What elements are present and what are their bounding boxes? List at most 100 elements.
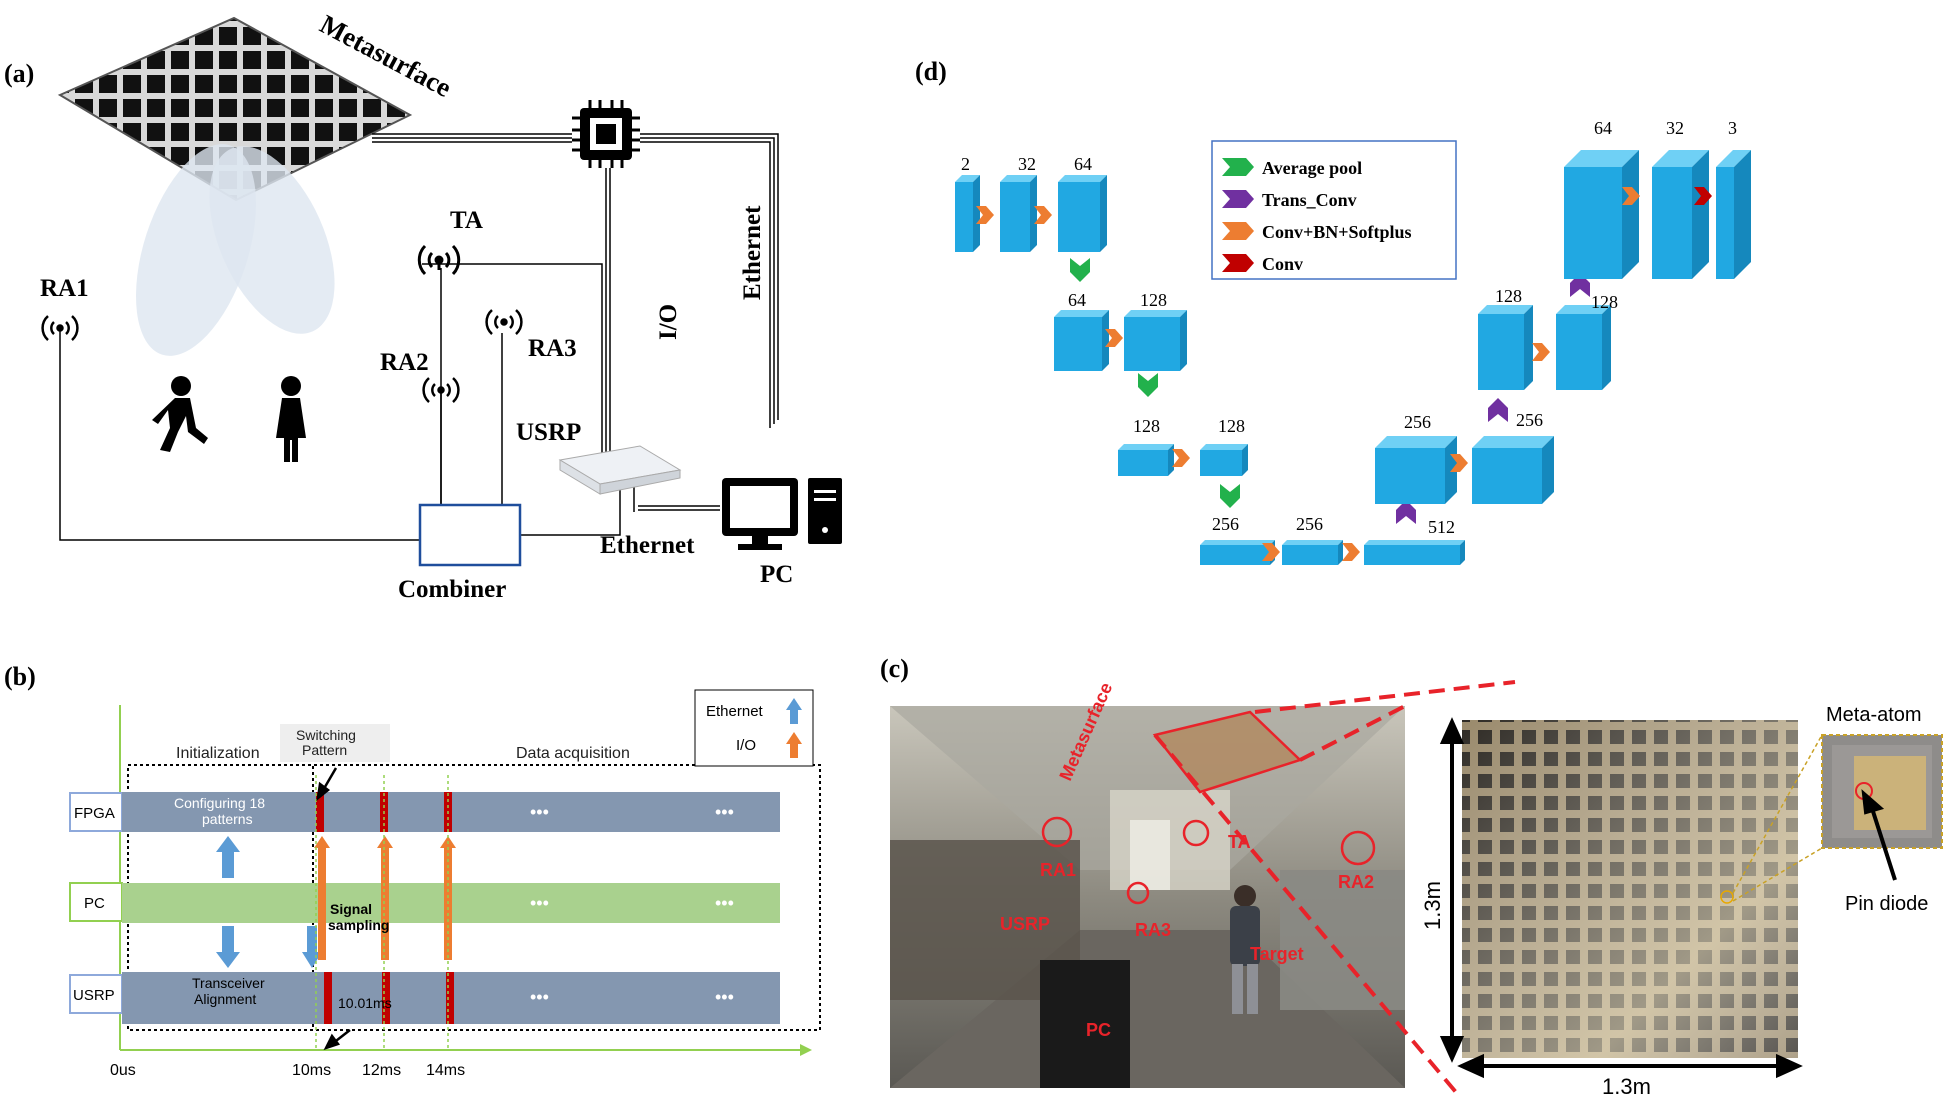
dec3-transconv xyxy=(1488,398,1508,422)
pin-diode-arrow xyxy=(1861,789,1897,881)
time-markers xyxy=(315,775,449,1050)
photo-callouts xyxy=(1041,816,1376,905)
enc2-pool xyxy=(1138,373,1158,397)
enc1-block-2 xyxy=(955,175,980,252)
antenna-ta-icon xyxy=(417,244,461,276)
enc1-label-1: 32 xyxy=(1018,154,1036,174)
meta-atom-label: Meta-atom xyxy=(1826,704,1922,726)
metasurface-array xyxy=(57,16,413,202)
out-label-1: 32 xyxy=(1666,118,1684,138)
switching-label-bg xyxy=(280,724,390,762)
usrp-ellipsis-1: ••• xyxy=(530,987,549,1007)
bottom-block-512 xyxy=(1364,540,1465,565)
fpga-text-l1: Configuring 18 xyxy=(174,795,265,811)
ceiling-metasurface xyxy=(1155,712,1300,792)
walking-person-icon xyxy=(152,376,208,452)
legend-ethernet-text: Ethernet xyxy=(706,703,764,720)
enc2-label-1: 128 xyxy=(1140,290,1167,310)
bottom-arrow-a xyxy=(1262,543,1280,561)
standing-person-icon xyxy=(276,376,306,462)
panel-d-tag: (d) xyxy=(915,57,947,86)
usrp-ellipsis-2: ••• xyxy=(715,987,734,1007)
enc3-label-1: 128 xyxy=(1218,416,1245,436)
dec3-label-0: 256 xyxy=(1404,412,1431,432)
dec2-block-128b xyxy=(1556,305,1611,390)
legend-average-pool-text: Average pool xyxy=(1262,158,1362,178)
tick-0us: 0us xyxy=(110,1062,136,1079)
fpga-chip-icon xyxy=(572,100,640,168)
panel-a-tag: (a) xyxy=(4,59,34,88)
enc3-block-128b xyxy=(1200,444,1248,476)
switching-label-l2: Pattern xyxy=(302,742,347,758)
dec3-arrow xyxy=(1450,454,1468,472)
dec2-block-128a xyxy=(1478,305,1533,390)
dec2-label-1: 128 xyxy=(1591,292,1618,312)
usrp-text-l1: Transceiver xyxy=(192,975,265,991)
row-pc-label: PC xyxy=(84,895,105,912)
panel-b: (b) Initialization Switching Pattern Dat… xyxy=(4,662,821,1079)
out-block-3 xyxy=(1716,150,1751,279)
photo-usrp-label: USRP xyxy=(1000,914,1050,934)
legend-trans-conv-text: Trans_Conv xyxy=(1262,190,1357,210)
bottom-transconv xyxy=(1396,500,1416,524)
data-acquisition-label: Data acquisition xyxy=(516,745,630,762)
row-usrp-label: USRP xyxy=(73,987,115,1004)
ethernet-vertical-label: Ethernet xyxy=(739,205,766,300)
ra2-label: RA2 xyxy=(380,349,429,376)
fpga-ellipsis-1: ••• xyxy=(530,802,549,822)
bottom-label-2: 512 xyxy=(1428,517,1455,537)
lab-photo xyxy=(890,706,1405,1088)
legend-average-pool: Average pool xyxy=(1222,158,1362,178)
ethernet-arrows xyxy=(216,836,322,968)
row-fpga-box xyxy=(69,792,123,832)
cables xyxy=(59,133,779,541)
enc1-pool xyxy=(1070,258,1090,282)
usrp-label: USRP xyxy=(516,419,581,446)
fpga-text-l2: patterns xyxy=(202,811,253,827)
pc-label: PC xyxy=(760,561,793,588)
dec3-label-1: 256 xyxy=(1516,410,1543,430)
legend-conv-bn-softplus: Conv+BN+Softplus xyxy=(1222,222,1412,242)
tick-12ms: 12ms xyxy=(362,1062,401,1079)
person-in-photo xyxy=(1230,885,1260,1014)
panel-a: (a) Metasurface xyxy=(4,9,842,603)
zoom-lines xyxy=(1732,734,1823,902)
out-block-32 xyxy=(1652,150,1709,279)
out-arrow-a xyxy=(1622,187,1640,205)
out-block-64 xyxy=(1564,150,1639,279)
enc2-block-64 xyxy=(1054,310,1109,371)
callout-arrows xyxy=(316,767,351,1051)
panel-b-tag: (b) xyxy=(4,662,36,691)
dec2-arrow xyxy=(1532,343,1550,361)
switching-label-l1: Switching xyxy=(296,727,356,743)
photo-ra2-label: RA2 xyxy=(1338,872,1374,892)
ra1-label: RA1 xyxy=(40,275,89,302)
enc3-block-128a xyxy=(1118,444,1174,476)
t-1001-label: 10.01ms xyxy=(338,995,392,1011)
panel-c: (c) xyxy=(880,654,1943,1097)
beam-right xyxy=(209,146,335,334)
enc1-block-64 xyxy=(1058,175,1107,252)
photo-ra1-label: RA1 xyxy=(1040,860,1076,880)
unet-diagram xyxy=(955,150,1751,565)
metasurface-outline xyxy=(1152,710,1303,794)
signal-label-l1: Signal xyxy=(330,901,372,917)
usrp-text-l2: Alignment xyxy=(194,991,256,1007)
io-label: I/O xyxy=(655,304,682,340)
enc3-arrow xyxy=(1172,449,1190,467)
time-axis-arrow xyxy=(800,1044,812,1056)
photo-target-label: Target xyxy=(1250,944,1304,964)
enc2-label-0: 64 xyxy=(1068,290,1086,310)
enc1-arrow-a xyxy=(976,206,994,224)
legend-io-arrow xyxy=(786,732,802,758)
metasurface-photo-glow xyxy=(1462,720,1798,1058)
pc-ellipsis-2: ••• xyxy=(715,893,734,913)
enc1-label-0: 2 xyxy=(961,154,970,174)
photo-ta-label: TA xyxy=(1228,832,1251,852)
antenna-ra1-icon xyxy=(41,315,79,341)
dec3-block-256b xyxy=(1472,436,1554,504)
enc3-label-0: 128 xyxy=(1133,416,1160,436)
pc-ellipsis-1: ••• xyxy=(530,893,549,913)
out-label-0: 64 xyxy=(1594,118,1612,138)
